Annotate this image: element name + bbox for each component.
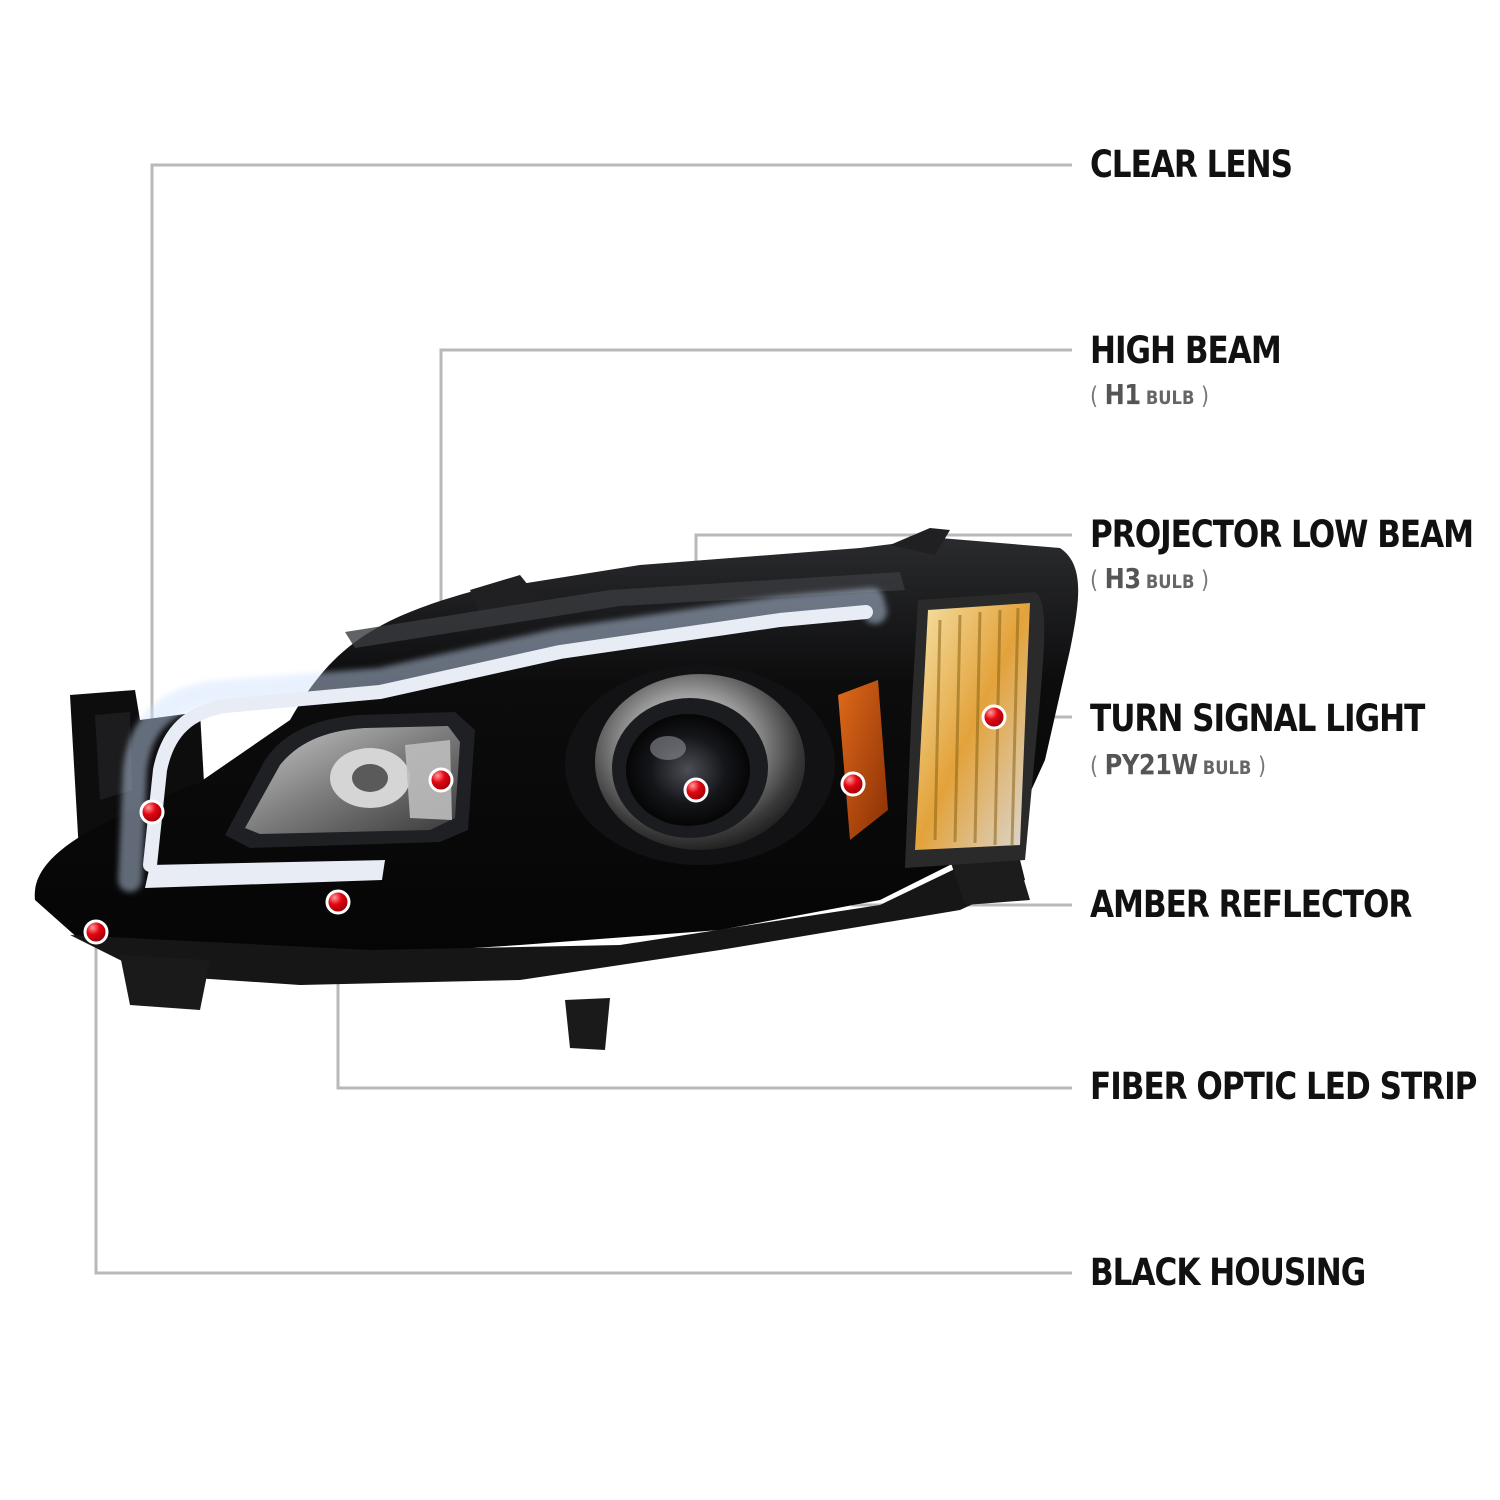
lower-mount-mid [565, 998, 610, 1050]
label-black-housing: BLACK HOUSING [1090, 1251, 1366, 1294]
bulb-word-high-beam: BULB [1145, 387, 1195, 409]
lower-mount-right [950, 850, 1030, 905]
paren-close: ) [1194, 566, 1210, 594]
top-bracket-right [890, 528, 950, 555]
paren-open: ( [1090, 382, 1105, 410]
paren-close: ) [1251, 752, 1267, 780]
lower-mount-left [120, 955, 210, 1010]
marker-projector-low-beam [683, 777, 709, 803]
housing-lower-trim [70, 840, 1025, 985]
paren-open: ( [1090, 752, 1105, 780]
marker-clear-lens [139, 799, 165, 825]
marker-amber-reflector [840, 771, 866, 797]
top-sheen [345, 572, 905, 648]
label-projector-low-beam: PROJECTOR LOW BEAM [1090, 513, 1474, 556]
callout-markers [83, 704, 1007, 945]
label-clear-lens: CLEAR LENS [1090, 143, 1293, 186]
amber-reflector-shape [838, 680, 888, 840]
top-bracket-left [470, 575, 540, 615]
high-beam-chamber [225, 712, 475, 848]
projector-assembly [565, 665, 835, 865]
leader-line-black-housing [94, 932, 1072, 1275]
marker-turn-signal [981, 704, 1007, 730]
leader-line-clear-lens [150, 163, 1072, 812]
black-housing-shape [34, 538, 1079, 955]
turn-signal-lens [905, 592, 1045, 868]
bulb-word-turn-signal: BULB [1202, 757, 1252, 779]
bulb-code-high-beam: H1 [1104, 378, 1141, 411]
label-fiber-optic-led-strip: FIBER OPTIC LED STRIP [1090, 1065, 1477, 1108]
label-high-beam: HIGH BEAM [1090, 329, 1282, 372]
label-turn-signal-light: TURN SIGNAL LIGHT [1090, 697, 1425, 740]
led-strip [118, 588, 887, 892]
paren-close: ) [1194, 382, 1210, 410]
marker-high-beam [428, 767, 454, 793]
bulb-code-turn-signal: PY21W [1104, 748, 1198, 781]
marker-black-housing [83, 919, 109, 945]
marker-fiber-optic [325, 889, 351, 915]
bulb-code-projector-low-beam: H3 [1104, 562, 1141, 595]
label-amber-reflector: AMBER REFLECTOR [1090, 883, 1412, 926]
bulb-word-projector-low-beam: BULB [1145, 571, 1195, 593]
paren-open: ( [1090, 566, 1105, 594]
